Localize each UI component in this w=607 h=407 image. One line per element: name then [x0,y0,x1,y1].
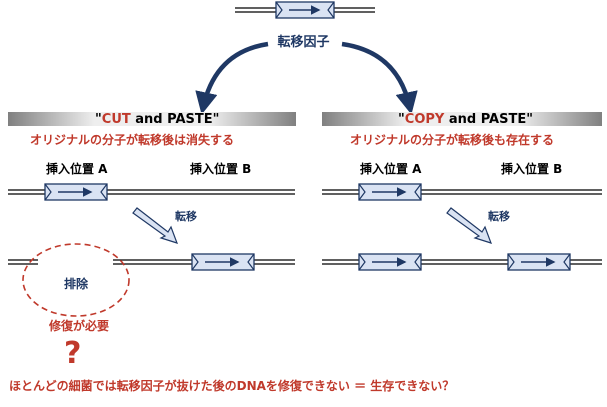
left-element-site-b [191,253,255,271]
bottom-note: ほとんどの細菌では転移因子が抜けた後のDNAを修復できない ＝ 生存できない？ [9,379,455,393]
left-dna-after [8,253,295,271]
right-subtitle: オリジナルの分子が転移後も存在する [350,133,555,147]
excision-label: 排除 [64,277,89,291]
transposon-element [275,1,335,19]
right-site-a-label: 挿入位置 A [360,162,422,176]
right-site-b-label: 挿入位置 B [501,162,563,176]
left-site-a-label: 挿入位置 A [46,162,108,176]
right-dna-after [322,253,602,271]
right-element-site-a [358,183,422,201]
left-site-b-label: 挿入位置 B [190,162,252,176]
question-mark: ? [64,336,82,371]
repair-needed-label: 修復が必要 [49,319,110,333]
right-dna-before [322,183,602,201]
left-title-band [8,112,296,126]
right-element-original [358,253,422,271]
curved-arrow-right [341,41,418,115]
left-transfer-arrow [132,207,178,244]
excision-dashed-ellipse [22,243,130,317]
left-dna-before [8,183,295,201]
curved-arrow-left [195,41,269,115]
left-title-quote: " [95,112,102,127]
right-title-rest: and PASTE" [444,112,533,127]
right-element-copy [507,253,571,271]
left-element-site-a [44,183,108,201]
left-title: "CUT and PASTE" [95,113,219,126]
right-transfer-arrow [446,207,492,244]
right-title-band [322,112,602,126]
left-subtitle: オリジナルの分子が転移後は消失する [30,133,235,147]
right-title-quote: " [398,112,405,127]
left-title-rest: and PASTE" [130,112,220,127]
right-transfer-label: 転移 [488,210,510,223]
left-transfer-label: 転移 [175,210,197,223]
top-dna-molecule [235,1,375,19]
transposable-element-label: 転移因子 [277,35,330,50]
left-title-keyword: CUT [101,112,131,127]
right-title: "COPY and PASTE" [398,113,533,126]
right-title-keyword: COPY [404,112,445,127]
